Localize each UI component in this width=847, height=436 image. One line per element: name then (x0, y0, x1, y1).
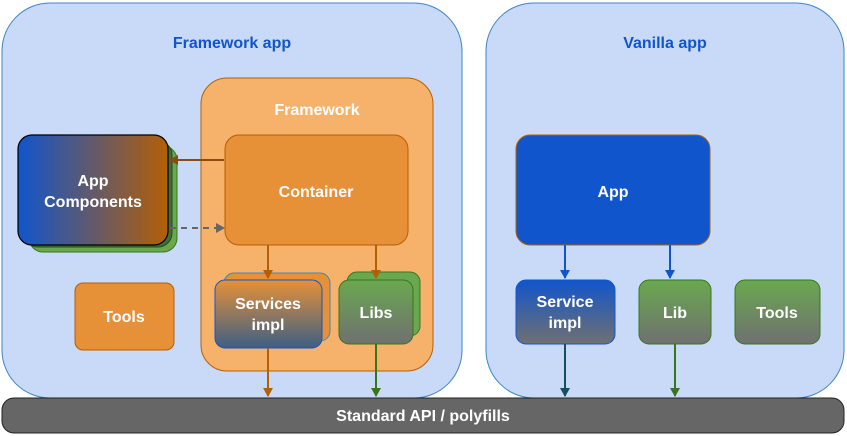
vanilla-arrows (560, 245, 680, 397)
framework-tools-label: Tools (103, 309, 145, 326)
container-box: Container (224, 134, 409, 246)
vanilla-app-label: App (597, 184, 628, 201)
app-components-label-line2: Components (44, 194, 142, 211)
services-impl-label-line2: impl (252, 317, 285, 334)
libs-box: Libs (338, 271, 421, 345)
services-impl-label-line1: Services (235, 296, 301, 313)
vanilla-tools-label: Tools (756, 305, 798, 322)
standard-api-label: Standard API / polyfills (336, 408, 510, 425)
app-components-label-line1: App (77, 173, 108, 190)
framework-tools-box: Tools (74, 282, 175, 351)
libs-label: Libs (360, 305, 393, 322)
vanilla-service-impl-label-line1: Service (537, 294, 594, 311)
standard-api-bar: Standard API / polyfills (1, 397, 845, 434)
vanilla-tools-box: Tools (734, 279, 821, 345)
app-components-box: App Components (17, 134, 178, 253)
vanilla-lib-label: Lib (663, 305, 687, 322)
framework-app-title: Framework app (173, 35, 291, 52)
vanilla-lib-box: Lib (638, 279, 712, 345)
framework-arrows (169, 155, 381, 397)
services-impl-box: Services impl (214, 272, 331, 349)
vanilla-app-title: Vanilla app (623, 35, 707, 52)
framework-title: Framework (274, 102, 359, 119)
vanilla-service-impl-box: Service impl (515, 279, 616, 345)
vanilla-service-impl-label-line2: impl (549, 315, 582, 332)
vanilla-app-box: App (515, 134, 711, 246)
container-label: Container (279, 184, 354, 201)
